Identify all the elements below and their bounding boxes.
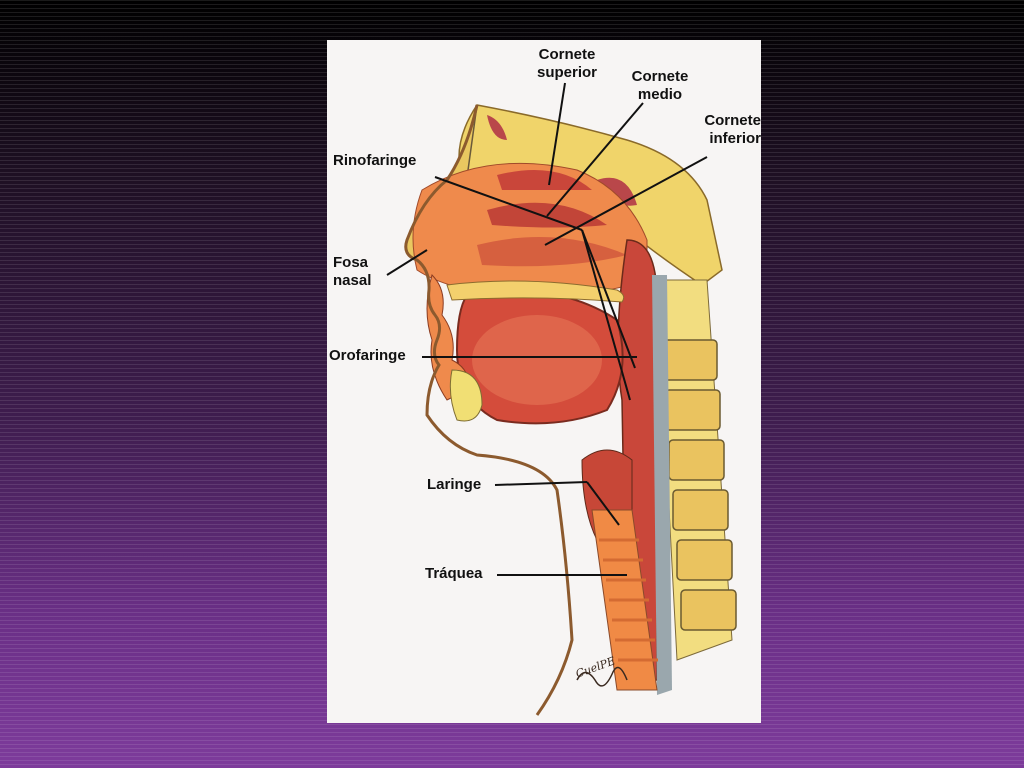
spinal-gray-band [652, 275, 672, 695]
face-profile-outline [404, 104, 574, 716]
label-cornete-superior: Cornete superior [527, 46, 607, 82]
label-fosa-nasal-line2: nasal [333, 272, 372, 289]
tongue-core [472, 315, 602, 405]
label-cornete-inferior-line2: inferior [709, 130, 761, 147]
sphenoid-sinus [597, 177, 637, 206]
label-cornete-medio-line2: medio [637, 86, 683, 103]
tracheal-ring-lines [599, 538, 658, 662]
label-fosa-nasal: Fosa nasal [333, 254, 371, 290]
turbinate-superior-shape [497, 170, 592, 190]
label-fosa-nasal-line1: Fosa [333, 254, 369, 271]
label-orofaringe: Orofaringe [329, 347, 406, 364]
label-traquea: Tráquea [425, 565, 483, 582]
leader-lines [386, 82, 708, 576]
frontal-sinus [487, 115, 507, 140]
label-cornete-inferior-line1: Cornete [704, 112, 761, 129]
label-cornete-superior-line2: superior [536, 64, 597, 81]
jaw-bone [449, 369, 483, 422]
signature-mark [576, 666, 628, 687]
label-cornete-inferior: Cornete inferior [687, 112, 761, 148]
label-cornete-superior-line1: Cornete [538, 46, 596, 63]
palate [446, 280, 625, 303]
head-neck-sagittal-illustration [386, 82, 737, 716]
diagram-card: Cornete superior Cornete medio Cornete i… [327, 40, 761, 723]
label-cornete-medio: Cornete medio [623, 68, 697, 104]
label-rinofaringe: Rinofaringe [333, 152, 417, 169]
label-cornete-medio-line1: Cornete [631, 68, 689, 85]
label-laringe: Laringe [427, 476, 482, 493]
